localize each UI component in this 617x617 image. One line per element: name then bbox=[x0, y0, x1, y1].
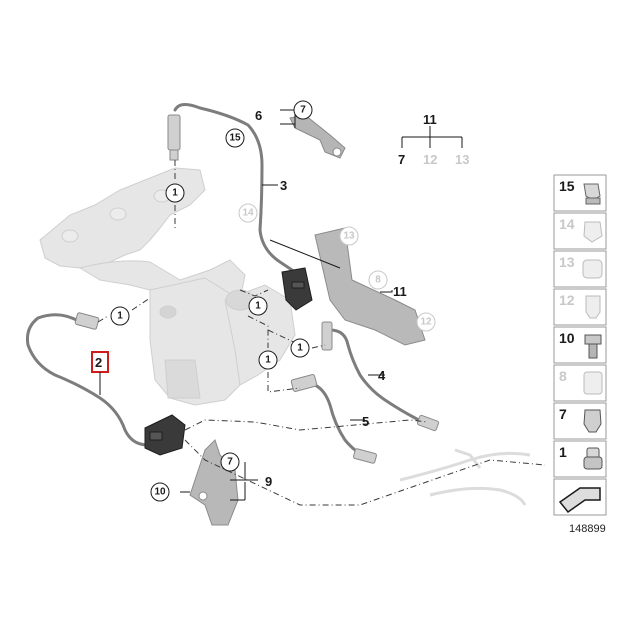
label-11-bracket[interactable]: 11 bbox=[393, 284, 407, 299]
callout-circle-c7a[interactable]: 7 bbox=[293, 100, 313, 120]
svg-text:8: 8 bbox=[375, 275, 381, 286]
svg-text:14: 14 bbox=[242, 208, 254, 219]
svg-text:1: 1 bbox=[117, 311, 123, 322]
svg-text:7: 7 bbox=[300, 105, 306, 116]
svg-text:15: 15 bbox=[229, 133, 241, 144]
callout-circle-c1e[interactable]: 1 bbox=[258, 350, 278, 370]
nut-7-icon bbox=[583, 409, 602, 433]
callout-circle-c1d[interactable]: 1 bbox=[290, 338, 310, 358]
callout-circle-c1c[interactable]: 1 bbox=[248, 296, 268, 316]
clip-12-icon bbox=[585, 295, 601, 319]
svg-text:13: 13 bbox=[343, 231, 355, 242]
svg-text:1: 1 bbox=[559, 444, 567, 460]
svg-text:14: 14 bbox=[559, 216, 575, 232]
sidebar-item-1[interactable]: 1 bbox=[553, 440, 607, 478]
sidebar-item-12[interactable]: 12 bbox=[553, 288, 607, 326]
clip-14-icon bbox=[583, 221, 603, 243]
callout-circle-c10[interactable]: 10 bbox=[150, 482, 170, 502]
navigation-arrow-button[interactable] bbox=[553, 478, 607, 516]
arrow-icon bbox=[558, 487, 601, 514]
label-11-tree[interactable]: 11 bbox=[423, 112, 437, 127]
svg-text:1: 1 bbox=[255, 301, 261, 312]
callout-circle-c14[interactable]: 14 bbox=[238, 203, 258, 223]
sensor-bracket bbox=[314, 227, 426, 346]
sleeve-8-icon bbox=[583, 371, 603, 395]
svg-text:13: 13 bbox=[559, 254, 575, 270]
small-bracket-6 bbox=[289, 114, 346, 159]
plug-1-icon bbox=[583, 447, 603, 470]
label-5[interactable]: 5 bbox=[362, 414, 369, 429]
svg-text:10: 10 bbox=[154, 487, 166, 498]
bolt-10-icon bbox=[584, 334, 602, 359]
parts-sidebar: 15 14 13 12 bbox=[553, 174, 607, 516]
label-3[interactable]: 3 bbox=[280, 178, 287, 193]
sidebar-item-15[interactable]: 15 bbox=[553, 174, 607, 212]
sidebar-item-8[interactable]: 8 bbox=[553, 364, 607, 402]
leader-lines bbox=[97, 160, 546, 506]
exhaust-manifold bbox=[39, 167, 296, 406]
callout-circle-c1[interactable]: 1 bbox=[165, 183, 185, 203]
callout-circle-c12[interactable]: 12 bbox=[416, 312, 436, 332]
svg-text:1: 1 bbox=[172, 188, 178, 199]
sensor-probes bbox=[74, 114, 440, 464]
svg-text:12: 12 bbox=[420, 317, 432, 328]
label-12-tree[interactable]: 12 bbox=[423, 152, 437, 167]
svg-text:1: 1 bbox=[265, 355, 271, 366]
callout-circle-c8[interactable]: 8 bbox=[368, 270, 388, 290]
diagram-number: 148899 bbox=[569, 523, 606, 535]
clip-15-icon bbox=[583, 183, 601, 205]
svg-text:10: 10 bbox=[559, 330, 575, 346]
svg-text:1: 1 bbox=[297, 343, 303, 354]
svg-text:15: 15 bbox=[559, 178, 575, 194]
sidebar-item-7[interactable]: 7 bbox=[553, 402, 607, 440]
sensor-cables bbox=[26, 103, 430, 458]
label-13-tree[interactable]: 13 bbox=[455, 152, 469, 167]
svg-text:12: 12 bbox=[559, 292, 575, 308]
sensor-connectors bbox=[144, 267, 313, 456]
svg-text:7: 7 bbox=[559, 406, 567, 422]
svg-text:8: 8 bbox=[559, 368, 567, 384]
callout-circle-c7b[interactable]: 7 bbox=[220, 452, 240, 472]
sidebar-item-13[interactable]: 13 bbox=[553, 250, 607, 288]
label-6[interactable]: 6 bbox=[255, 108, 262, 123]
callout-circle-c13[interactable]: 13 bbox=[339, 226, 359, 246]
callout-circle-c1b[interactable]: 1 bbox=[110, 306, 130, 326]
clip-13-icon bbox=[582, 259, 603, 279]
callout-circle-c15[interactable]: 15 bbox=[225, 128, 245, 148]
label-7-tree[interactable]: 7 bbox=[398, 152, 405, 167]
label-4[interactable]: 4 bbox=[378, 368, 386, 383]
label-2[interactable]: 2 bbox=[95, 355, 102, 370]
wiring-harness bbox=[399, 448, 531, 506]
sidebar-item-10[interactable]: 10 bbox=[553, 326, 607, 364]
svg-text:7: 7 bbox=[227, 457, 233, 468]
sidebar-item-14[interactable]: 14 bbox=[553, 212, 607, 250]
label-9[interactable]: 9 bbox=[265, 474, 272, 489]
